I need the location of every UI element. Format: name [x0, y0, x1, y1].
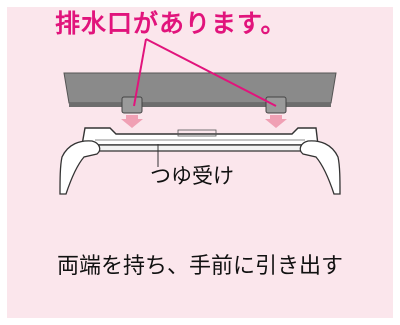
arrow-down-left-icon — [121, 115, 143, 128]
appliance-body — [63, 72, 337, 104]
callout-line-left — [133, 38, 147, 107]
drip-tray-label: つゆ受け — [150, 164, 234, 188]
drip-tray-lip — [80, 144, 320, 152]
drain-outlet-left — [121, 96, 143, 114]
arrow-down-right-icon — [265, 115, 287, 128]
drip-tray — [81, 127, 319, 146]
drip-tray-center-notch — [177, 129, 217, 137]
right-hand — [299, 140, 341, 195]
callout-line-right — [145, 38, 277, 107]
instruction-text: 両端を持ち、手前に引き出す — [56, 254, 343, 279]
drain-outlet-callout: 排水口があります。 — [55, 9, 287, 38]
appliance-bottom-edge — [69, 103, 331, 107]
left-hand — [59, 140, 101, 195]
